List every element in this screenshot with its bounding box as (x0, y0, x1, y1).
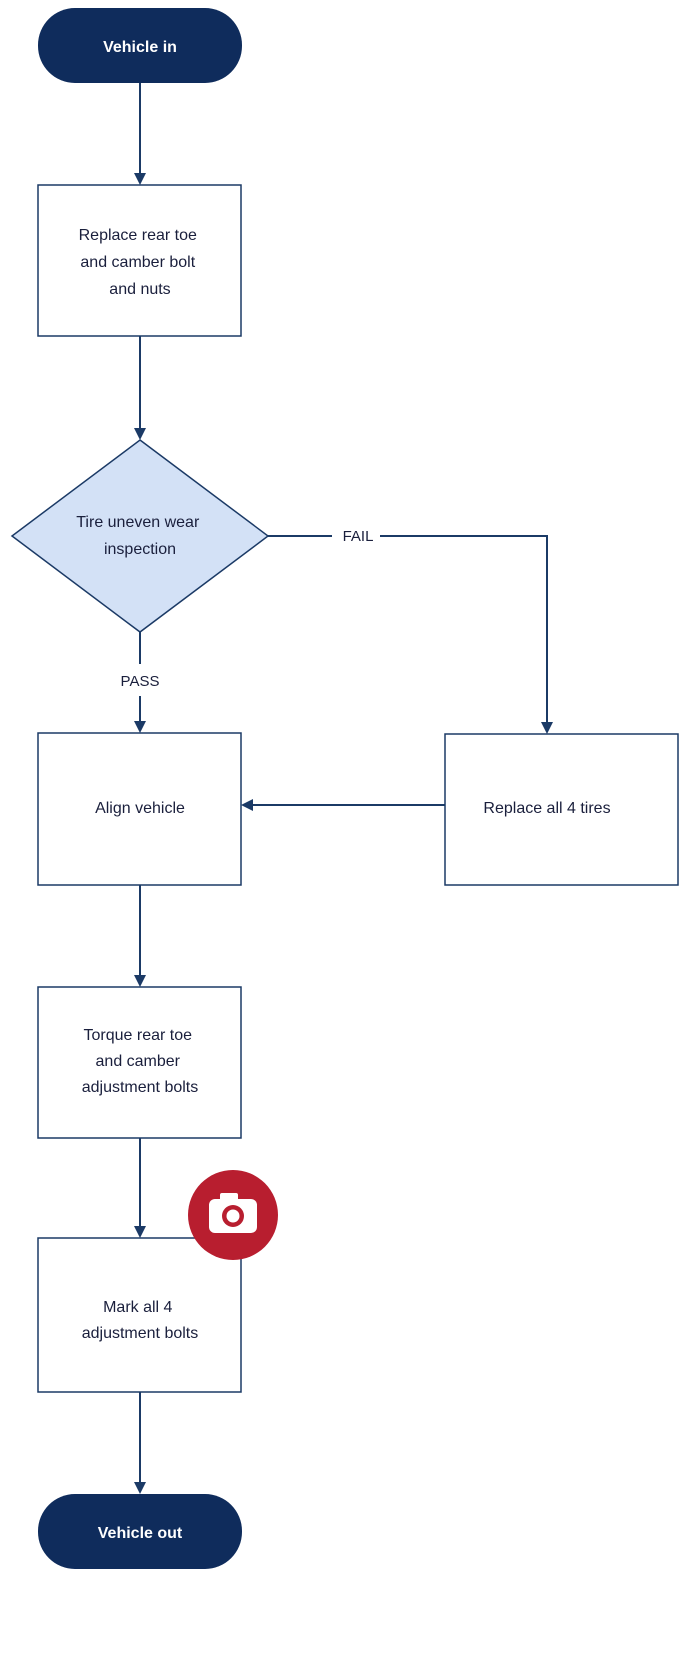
end-node: Vehicle out (38, 1494, 242, 1569)
replace-bolts-line-1: Replace rear toe (79, 227, 197, 244)
start-node: Vehicle in (38, 8, 242, 83)
mark-line-2: adjustment bolts (82, 1325, 199, 1342)
align-node: Align vehicle (37, 732, 242, 886)
align-line-1: Align vehicle (95, 800, 185, 817)
mark-line-1: Mark all 4 (103, 1299, 172, 1316)
replace-tires-line-1: Replace all 4 tires (483, 800, 610, 817)
replace-bolts-node: Replace rear toe and camber bolt and nut… (37, 184, 242, 337)
inspection-line-2: inspection (104, 541, 176, 558)
inspection-node: Tire uneven wear inspection (10, 439, 270, 633)
mark-text: Mark all 4 adjustment bolts (82, 1299, 199, 1342)
start-terminal-shape (38, 8, 242, 83)
torque-text: Torque rear toe and camber adjustment bo… (82, 1027, 199, 1096)
edge-inspection-to-replace-tires (268, 535, 553, 734)
replace-bolts-box (37, 184, 242, 337)
pass-label: PASS (121, 673, 160, 690)
camera-icon[interactable] (188, 1170, 278, 1260)
mark-node: Mark all 4 adjustment bolts (37, 1237, 242, 1393)
torque-line-1: Torque rear toe (84, 1027, 193, 1044)
fail-label-bg (332, 526, 380, 546)
align-box (37, 732, 242, 886)
replace-bolts-line-2: and camber bolt (80, 254, 195, 271)
torque-line-3: adjustment bolts (82, 1079, 199, 1096)
mark-box (37, 1237, 242, 1393)
end-terminal-shape (38, 1494, 242, 1569)
torque-line-2: and camber (96, 1053, 181, 1070)
replace-tires-text: Replace all 4 tires (483, 800, 610, 817)
fail-label: FAIL (343, 528, 374, 545)
edge-labels: FAIL PASS (121, 526, 380, 690)
camera-lens-inner (226, 1209, 240, 1223)
replace-bolts-text: Replace rear toe and camber bolt and nut… (79, 227, 202, 298)
replace-tires-node: Replace all 4 tires (444, 733, 679, 886)
inspection-line-1: Tire uneven wear (76, 514, 200, 531)
start-terminal-label: Vehicle in (103, 39, 177, 56)
replace-bolts-line-3: and nuts (109, 281, 170, 298)
inspection-text: Tire uneven wear inspection (76, 514, 203, 558)
camera-top-bump (220, 1193, 238, 1201)
torque-box (37, 986, 242, 1139)
inspection-diamond (10, 439, 270, 633)
torque-node: Torque rear toe and camber adjustment bo… (37, 986, 242, 1139)
end-terminal-label: Vehicle out (98, 1525, 183, 1542)
align-text: Align vehicle (95, 800, 185, 817)
replace-tires-box (444, 733, 679, 886)
